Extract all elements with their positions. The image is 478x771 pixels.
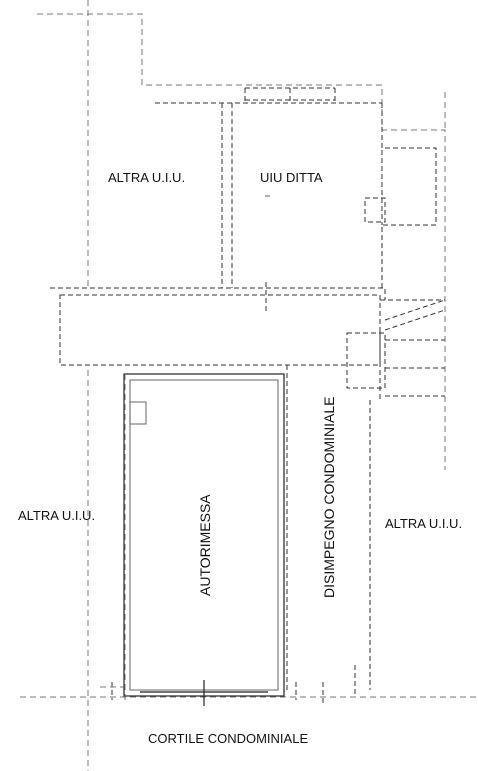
stair-area [346, 299, 446, 400]
corridor [50, 282, 386, 366]
label-disimpegno: DISIMPEGNO CONDOMINIALE [321, 397, 337, 598]
left-ticks [100, 374, 126, 700]
boundary-lines [20, 0, 478, 771]
autorimessa-walls [111, 373, 297, 706]
label-autorimessa: AUTORIMESSA [197, 494, 213, 596]
label-altra-uiu-top: ALTRA U.I.U. [108, 170, 185, 185]
disimpegno-walls [286, 365, 371, 705]
label-altra-uiu-right: ALTRA U.I.U. [385, 516, 462, 531]
label-altra-uiu-left: ALTRA U.I.U. [18, 508, 95, 523]
label-cortile: CORTILE CONDOMINIALE [148, 731, 308, 746]
label-uiu-ditta: UIU DITTA [260, 170, 323, 185]
upper-rooms [155, 87, 437, 288]
